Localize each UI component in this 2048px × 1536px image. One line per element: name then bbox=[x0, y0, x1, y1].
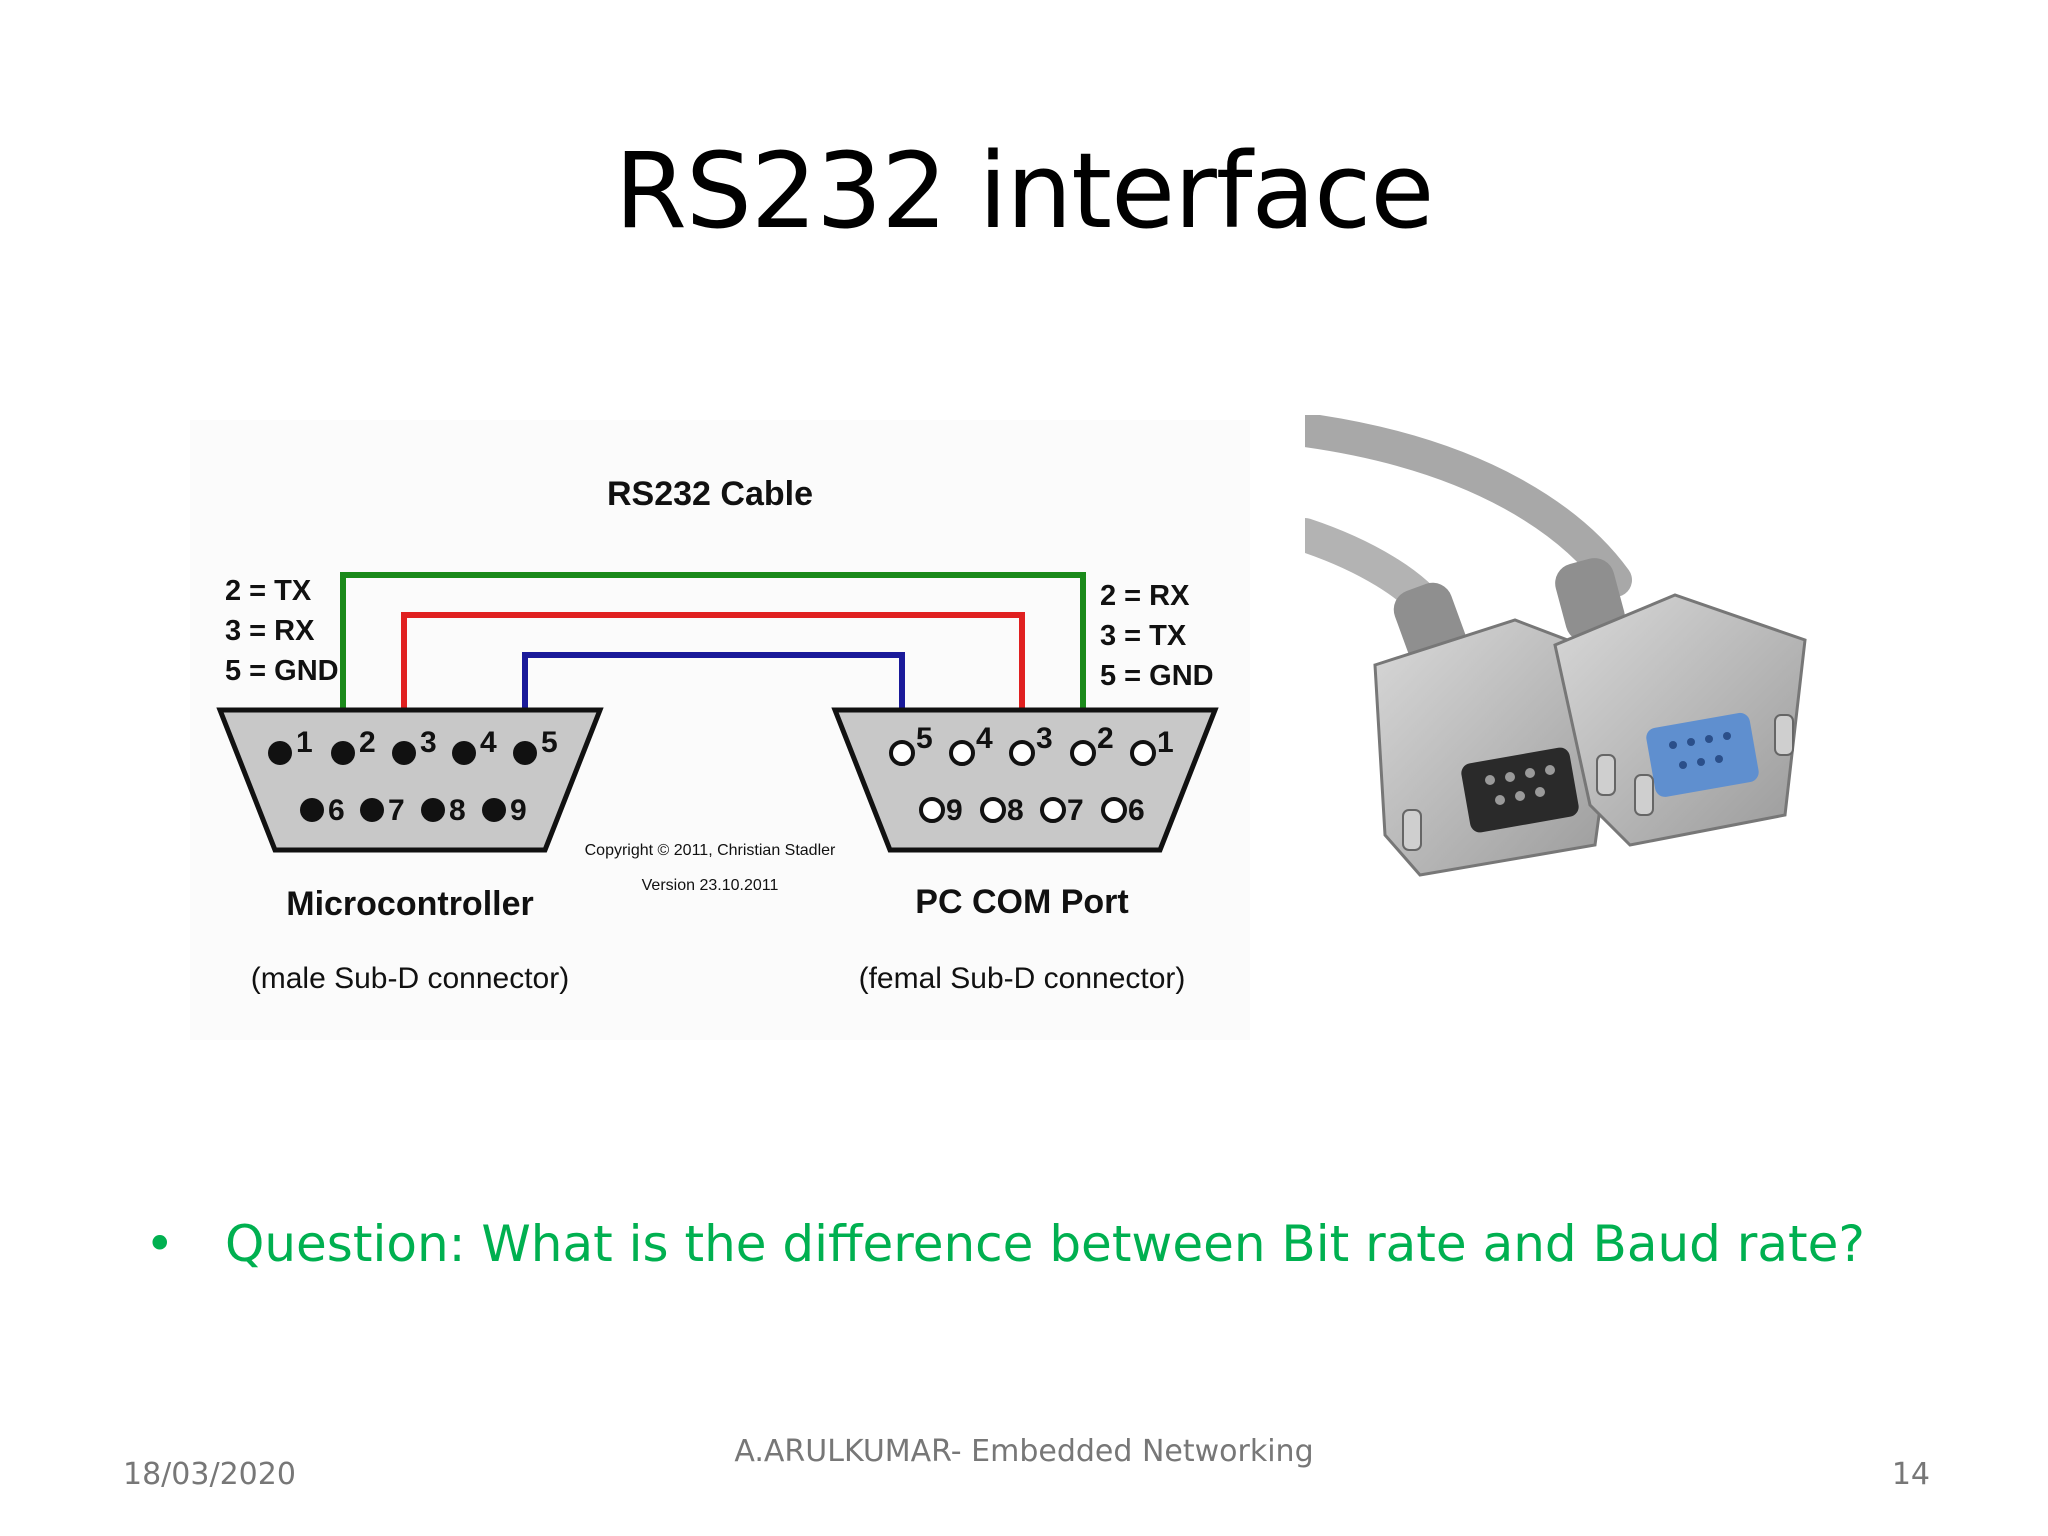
rx-wire bbox=[401, 612, 1025, 745]
left-connector-title: Microcontroller bbox=[286, 885, 533, 923]
right-pin-1: 1 bbox=[1157, 726, 1174, 759]
right-pin-2: 2 bbox=[1097, 722, 1114, 755]
left-legend-tx: 2 = TX bbox=[225, 575, 312, 607]
right-pin-6: 6 bbox=[1128, 794, 1145, 827]
left-pin-2: 2 bbox=[359, 726, 376, 759]
slide-title: RS232 interface bbox=[614, 130, 1435, 252]
left-legend-gnd: 5 = GND bbox=[225, 655, 339, 687]
right-pin-7: 7 bbox=[1067, 794, 1084, 827]
right-pin-5: 5 bbox=[916, 722, 933, 755]
bullet-item: • Question: What is the difference betwee… bbox=[145, 1215, 1865, 1273]
gnd-wire bbox=[522, 652, 905, 745]
version-text: Version 23.10.2011 bbox=[642, 877, 779, 894]
left-connector-pins bbox=[268, 741, 537, 822]
right-pin-4: 4 bbox=[976, 722, 993, 755]
rs232-wiring-diagram: RS232 Cable 2 = TX 3 = RX 5 = GND 2 = RX… bbox=[190, 420, 1250, 1040]
left-pin-3: 3 bbox=[420, 726, 437, 759]
right-connector-pins bbox=[889, 740, 1156, 823]
rs232-cable-photo bbox=[1305, 415, 1807, 877]
left-pin-9: 9 bbox=[510, 794, 527, 827]
right-legend-rx: 2 = RX bbox=[1100, 580, 1190, 612]
left-legend-rx: 3 = RX bbox=[225, 615, 315, 647]
cable-label: RS232 Cable bbox=[607, 475, 813, 513]
right-pin-3: 3 bbox=[1036, 722, 1053, 755]
right-connector-subtitle: (femal Sub-D connector) bbox=[859, 962, 1186, 995]
right-pin-9: 9 bbox=[946, 794, 963, 827]
left-pin-1: 1 bbox=[296, 726, 313, 759]
footer-date: 18/03/2020 bbox=[123, 1457, 296, 1492]
page-number: 14 bbox=[1891, 1457, 1930, 1492]
left-pin-8: 8 bbox=[449, 794, 466, 827]
right-pin-8: 8 bbox=[1007, 794, 1024, 827]
left-pin-4: 4 bbox=[480, 726, 497, 759]
bullet-text: Question: What is the difference between… bbox=[225, 1215, 1865, 1273]
footer-author: A.ARULKUMAR- Embedded Networking bbox=[734, 1434, 1314, 1469]
left-connector-subtitle: (male Sub-D connector) bbox=[251, 962, 569, 995]
right-connector-title: PC COM Port bbox=[915, 883, 1128, 921]
left-pin-6: 6 bbox=[328, 794, 345, 827]
left-pin-5: 5 bbox=[541, 726, 558, 759]
right-legend-tx: 3 = TX bbox=[1100, 620, 1187, 652]
copyright-text: Copyright © 2011, Christian Stadler bbox=[585, 842, 836, 859]
bullet-dot-icon: • bbox=[145, 1215, 175, 1273]
right-legend-gnd: 5 = GND bbox=[1100, 660, 1214, 692]
tx-wire bbox=[340, 572, 1086, 745]
left-pin-7: 7 bbox=[388, 794, 405, 827]
